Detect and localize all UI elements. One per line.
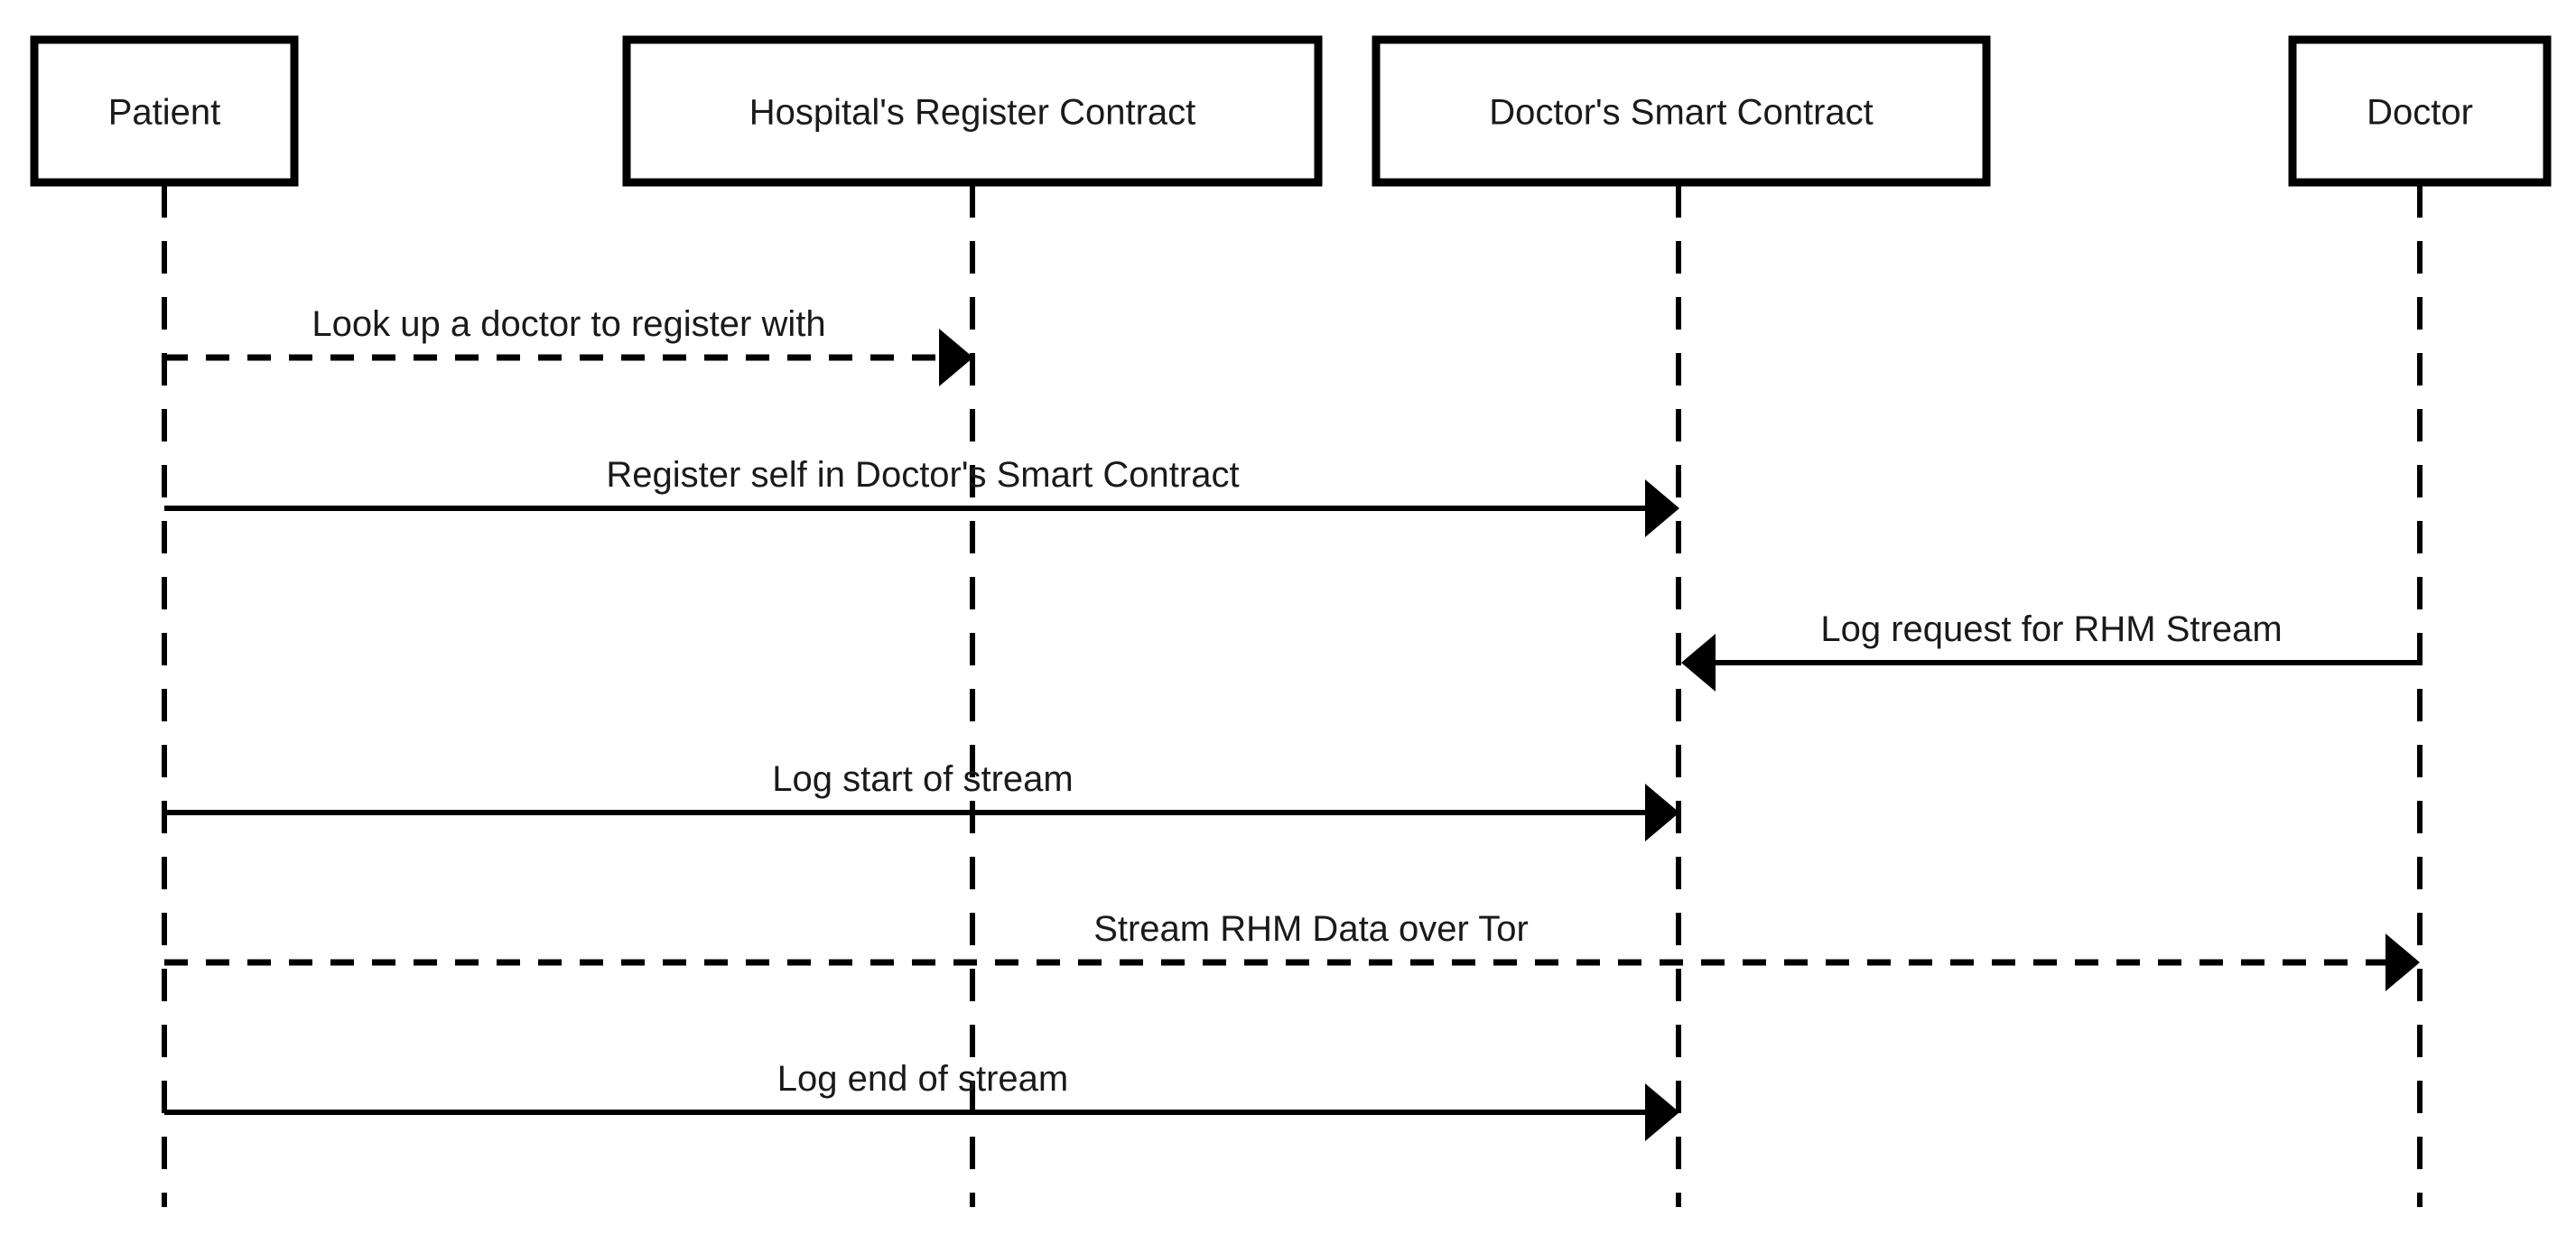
message-2[interactable]: Register self in Doctor's Smart Contract: [164, 455, 1679, 537]
participant-label-doctors-smart-contract: Doctor's Smart Contract: [1489, 93, 1874, 133]
message-2-label: Register self in Doctor's Smart Contract: [606, 455, 1239, 495]
participant-doctors-smart-contract[interactable]: Doctor's Smart Contract: [1372, 35, 1991, 187]
message-1-label: Look up a doctor to register with: [312, 304, 825, 344]
message-1[interactable]: Look up a doctor to register with: [164, 304, 973, 386]
message-6-arrowhead: [1645, 1083, 1679, 1141]
message-3-arrowhead: [1681, 634, 1716, 692]
message-3-label: Log request for RHM Stream: [1820, 609, 2282, 649]
participant-doctor[interactable]: Doctor: [2288, 35, 2552, 187]
message-4-label: Log start of stream: [772, 759, 1073, 799]
participant-label-patient: Patient: [108, 93, 221, 133]
participant-hospital-register-contract[interactable]: Hospital's Register Contract: [622, 35, 1323, 187]
message-4-arrowhead: [1645, 784, 1679, 841]
message-6-label: Log end of stream: [777, 1059, 1068, 1099]
message-5-arrowhead: [2385, 934, 2420, 991]
message-1-arrowhead: [939, 329, 973, 386]
message-5-label: Stream RHM Data over Tor: [1093, 909, 1529, 949]
participant-box-patient[interactable]: [30, 35, 299, 187]
message-5[interactable]: Stream RHM Data over Tor: [164, 909, 2420, 991]
message-3[interactable]: Log request for RHM Stream: [1681, 609, 2420, 692]
message-6[interactable]: Log end of stream: [164, 1059, 1679, 1141]
participant-box-doctor[interactable]: [2288, 35, 2552, 187]
participant-label-doctor: Doctor: [2367, 93, 2473, 133]
lifelines-group: [162, 185, 2423, 1207]
participant-box-doctors-smart-contract[interactable]: [1372, 35, 1991, 187]
participant-box-hospital-register-contract[interactable]: [622, 35, 1323, 187]
participant-patient[interactable]: Patient: [30, 35, 299, 187]
message-4[interactable]: Log start of stream: [164, 759, 1679, 841]
participant-label-hospital-register-contract: Hospital's Register Contract: [749, 93, 1196, 133]
message-2-arrowhead: [1645, 479, 1679, 537]
